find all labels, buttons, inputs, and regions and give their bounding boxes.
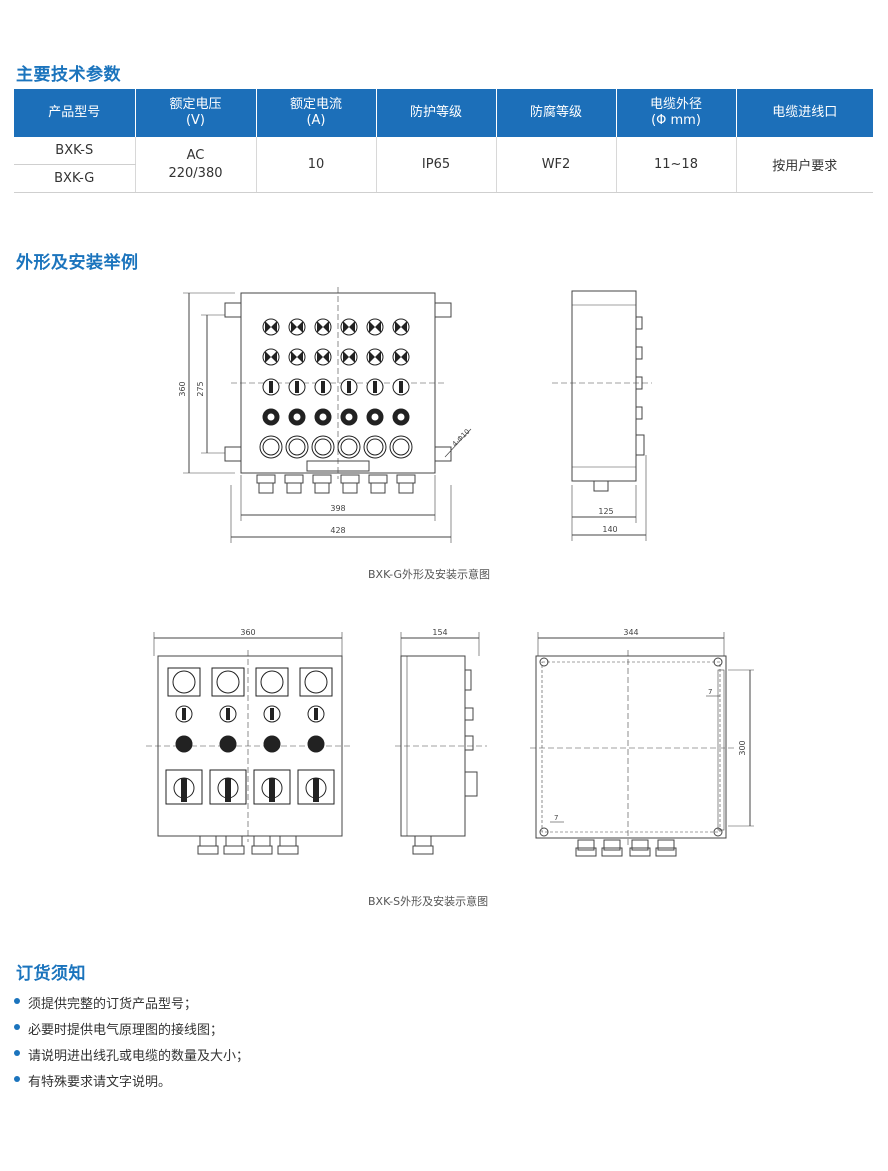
list-item: 请说明进出线孔或电缆的数量及大小； <box>14 1045 249 1071</box>
header-cable-diameter: 电缆外径(Φ mm) <box>615 89 736 137</box>
list-item: 有特殊要求请文字说明。 <box>14 1071 249 1097</box>
bxk-s-side-drawing: 154 <box>395 628 487 855</box>
dim-side-total-label: 140 <box>602 525 617 534</box>
dim-side-depth-label: 125 <box>598 507 613 516</box>
order-notes: 须提供完整的订货产品型号； 必要时提供电气原理图的接线图； 请说明进出线孔或电缆… <box>14 993 249 1097</box>
model-cell-g: BXK-G <box>14 164 135 193</box>
dim-inner-width-label: 398 <box>330 504 345 513</box>
dim-height-label: 360 <box>178 381 187 396</box>
model-cell-s: BXK-S <box>14 137 135 165</box>
order-section-title: 订货须知 <box>16 964 86 984</box>
protection-cell: IP65 <box>375 137 496 193</box>
dim-offset-b-label: 7 <box>554 814 558 822</box>
dim-offset-a-label: 7 <box>708 688 712 696</box>
current-cell: 10 <box>255 137 376 193</box>
bxk-s-back-drawing: 344 300 7 7 <box>530 628 754 857</box>
dim-inner-height-label: 275 <box>196 381 205 396</box>
bxk-g-front-drawing: 360 275 398 428 4-Φ10 <box>178 287 472 543</box>
spec-section-title: 主要技术参数 <box>16 65 121 85</box>
bxk-g-caption: BXK-G外形及安装示意图 <box>368 568 491 581</box>
dim-s-side-depth-label: 154 <box>432 628 447 637</box>
bxk-s-caption: BXK-S外形及安装示意图 <box>368 895 489 908</box>
outline-section-title: 外形及安装举例 <box>16 253 139 273</box>
table-header-row: 产品型号 额定电压(V) 额定电流(A) 防护等级 防腐等级 电缆外径(Φ mm… <box>14 89 873 137</box>
header-cable-entry: 电缆进线口 <box>735 89 873 137</box>
list-item: 须提供完整的订货产品型号； <box>14 993 249 1019</box>
list-item: 必要时提供电气原理图的接线图； <box>14 1019 249 1045</box>
bxk-s-front-drawing: 360 <box>146 628 352 855</box>
dim-back-width-label: 344 <box>623 628 638 637</box>
spec-table: 产品型号 额定电压(V) 额定电流(A) 防护等级 防腐等级 电缆外径(Φ mm… <box>14 89 873 193</box>
dim-width-label: 428 <box>330 526 345 535</box>
header-current: 额定电流(A) <box>255 89 376 137</box>
dim-back-height-label: 300 <box>738 740 747 755</box>
cable-diameter-cell: 11~18 <box>615 137 736 193</box>
anticorrosion-cell: WF2 <box>495 137 616 193</box>
header-anticorrosion: 防腐等级 <box>495 89 616 137</box>
cable-entry-cell: 按用户要求 <box>735 137 873 193</box>
table-row: BXK-G <box>14 164 873 193</box>
header-model: 产品型号 <box>14 89 135 137</box>
bxk-g-side-drawing: 125 140 <box>552 290 652 541</box>
header-protection: 防护等级 <box>375 89 496 137</box>
header-voltage: 额定电压(V) <box>134 89 256 137</box>
dim-front-width-label: 360 <box>240 628 255 637</box>
dim-hole-label: 4-Φ10 <box>451 428 472 449</box>
